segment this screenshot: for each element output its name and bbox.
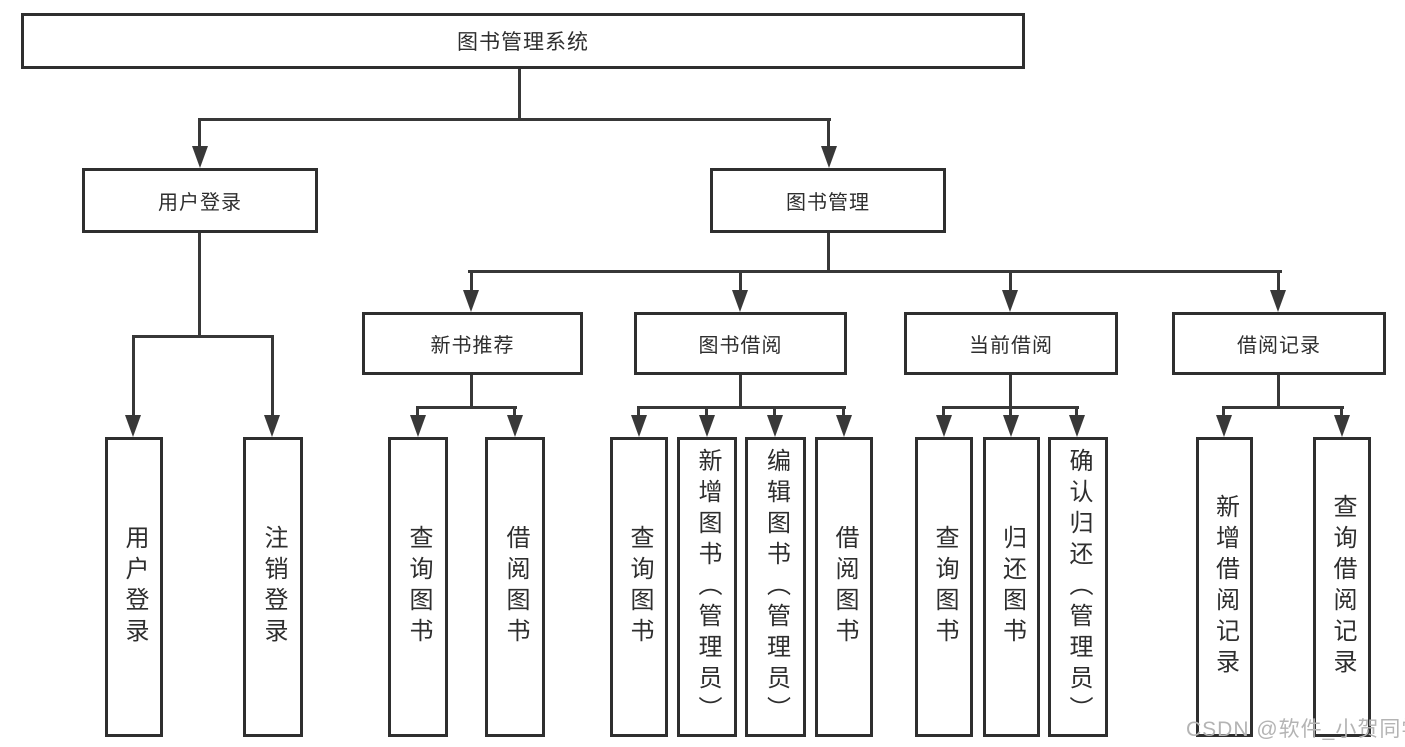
- down-arrowhead-icon: [264, 415, 280, 437]
- connector-leaf-stub: [705, 406, 708, 417]
- connector-borrow-records-rail: [1222, 406, 1344, 409]
- connector-borrow-records-stem: [1277, 375, 1280, 408]
- connector-new-books-rail: [416, 406, 517, 409]
- node-leaf-query-borrow-record: 查询借阅记录: [1313, 437, 1371, 737]
- node-new-book-recommend: 新书推荐: [362, 312, 583, 375]
- connector-to-book-management: [827, 118, 830, 150]
- connector-to-current-borrow: [1009, 270, 1012, 292]
- connector-user-login-stem: [198, 233, 201, 337]
- connector-book-management-stem: [827, 233, 830, 272]
- down-arrowhead-icon: [836, 415, 852, 437]
- node-leaf-user-login: 用户登录: [105, 437, 163, 737]
- down-arrowhead-icon: [1003, 415, 1019, 437]
- connector-to-book-borrow: [739, 270, 742, 292]
- csdn-watermark: CSDN @软件_小贺同学: [1186, 718, 1405, 741]
- leaf-label: 归还图书: [998, 525, 1026, 649]
- node-leaf-logout: 注销登录: [243, 437, 303, 737]
- leaf-label: 注销登录: [260, 525, 287, 649]
- node-leaf-edit-books-admin: 编辑图书（管理员）: [745, 437, 806, 737]
- leaf-label: 编辑图书（管理员）: [762, 447, 790, 727]
- down-arrowhead-icon: [507, 415, 523, 437]
- down-arrowhead-icon: [463, 290, 479, 312]
- leaf-label: 借阅图书: [502, 525, 529, 649]
- node-book-borrow-label: 图书借阅: [698, 335, 783, 357]
- connector-to-leaf-login: [132, 335, 135, 417]
- down-arrowhead-icon: [699, 415, 715, 437]
- down-arrowhead-icon: [1002, 290, 1018, 312]
- down-arrowhead-icon: [1216, 415, 1232, 437]
- node-user-login: 用户登录: [82, 168, 318, 233]
- connector-book-borrow-rail: [637, 406, 846, 409]
- connector-book-borrow-stem: [739, 375, 742, 408]
- down-arrowhead-icon: [192, 146, 208, 168]
- leaf-label: 查询借阅记录: [1329, 494, 1356, 680]
- connector-leaf-stub: [1009, 406, 1012, 417]
- connector-current-borrow-stem: [1009, 375, 1012, 408]
- node-current-borrow: 当前借阅: [904, 312, 1118, 375]
- down-arrowhead-icon: [631, 415, 647, 437]
- connector-to-leaf-logout: [271, 335, 274, 417]
- node-new-book-recommend-label: 新书推荐: [430, 335, 515, 357]
- connector-leaf-stub: [842, 406, 845, 417]
- leaf-label: 新增图书（管理员）: [694, 447, 721, 727]
- leaf-label: 查询图书: [626, 525, 653, 649]
- connector-leaf-stub: [942, 406, 945, 417]
- connector-leaf-stub: [416, 406, 419, 417]
- node-book-borrow: 图书借阅: [634, 312, 847, 375]
- down-arrowhead-icon: [1334, 415, 1350, 437]
- node-leaf-return-books: 归还图书: [983, 437, 1040, 737]
- node-leaf-borrow-books-2: 借阅图书: [815, 437, 873, 737]
- leaf-label: 用户登录: [121, 525, 148, 649]
- connector-root-stem: [518, 69, 521, 121]
- node-root: 图书管理系统: [21, 13, 1025, 69]
- connector-level3-rail: [468, 270, 1282, 273]
- node-leaf-confirm-return-admin: 确认归还（管理员）: [1048, 437, 1108, 737]
- node-leaf-query-books-1: 查询图书: [388, 437, 448, 737]
- connector-level2-rail: [198, 118, 831, 121]
- node-root-label: 图书管理系统: [457, 31, 589, 54]
- leaf-label: 新增借阅记录: [1211, 494, 1239, 680]
- down-arrowhead-icon: [936, 415, 952, 437]
- node-leaf-borrow-books-1: 借阅图书: [485, 437, 545, 737]
- node-current-borrow-label: 当前借阅: [969, 335, 1053, 357]
- node-book-management: 图书管理: [710, 168, 946, 233]
- node-user-login-label: 用户登录: [158, 192, 242, 214]
- connector-to-new-books: [470, 270, 473, 292]
- down-arrowhead-icon: [410, 415, 426, 437]
- connector-to-user-login: [198, 118, 201, 150]
- leaf-label: 借阅图书: [831, 525, 858, 649]
- connector-leaf-stub: [1075, 406, 1078, 417]
- leaf-label: 查询图书: [931, 525, 958, 649]
- connector-leaf-stub: [1222, 406, 1225, 417]
- connector-leaf-stub: [637, 406, 640, 417]
- node-leaf-query-books-3: 查询图书: [915, 437, 973, 737]
- node-borrow-records: 借阅记录: [1172, 312, 1386, 375]
- down-arrowhead-icon: [1069, 415, 1085, 437]
- connector-user-login-rail: [132, 335, 274, 338]
- connector-leaf-stub: [773, 406, 776, 417]
- down-arrowhead-icon: [821, 146, 837, 168]
- node-book-management-label: 图书管理: [786, 192, 870, 214]
- leaf-label: 查询图书: [405, 525, 432, 649]
- down-arrowhead-icon: [767, 415, 783, 437]
- down-arrowhead-icon: [1270, 290, 1286, 312]
- leaf-label: 确认归还（管理员）: [1065, 447, 1092, 727]
- node-borrow-records-label: 借阅记录: [1237, 335, 1321, 357]
- connector-to-borrow-records: [1277, 270, 1280, 292]
- node-leaf-query-books-2: 查询图书: [610, 437, 668, 737]
- node-leaf-add-books-admin: 新增图书（管理员）: [677, 437, 737, 737]
- down-arrowhead-icon: [125, 415, 141, 437]
- node-leaf-add-borrow-record: 新增借阅记录: [1196, 437, 1253, 737]
- connector-leaf-stub: [513, 406, 516, 417]
- down-arrowhead-icon: [732, 290, 748, 312]
- connector-new-books-stem: [470, 375, 473, 408]
- connector-leaf-stub: [1340, 406, 1343, 417]
